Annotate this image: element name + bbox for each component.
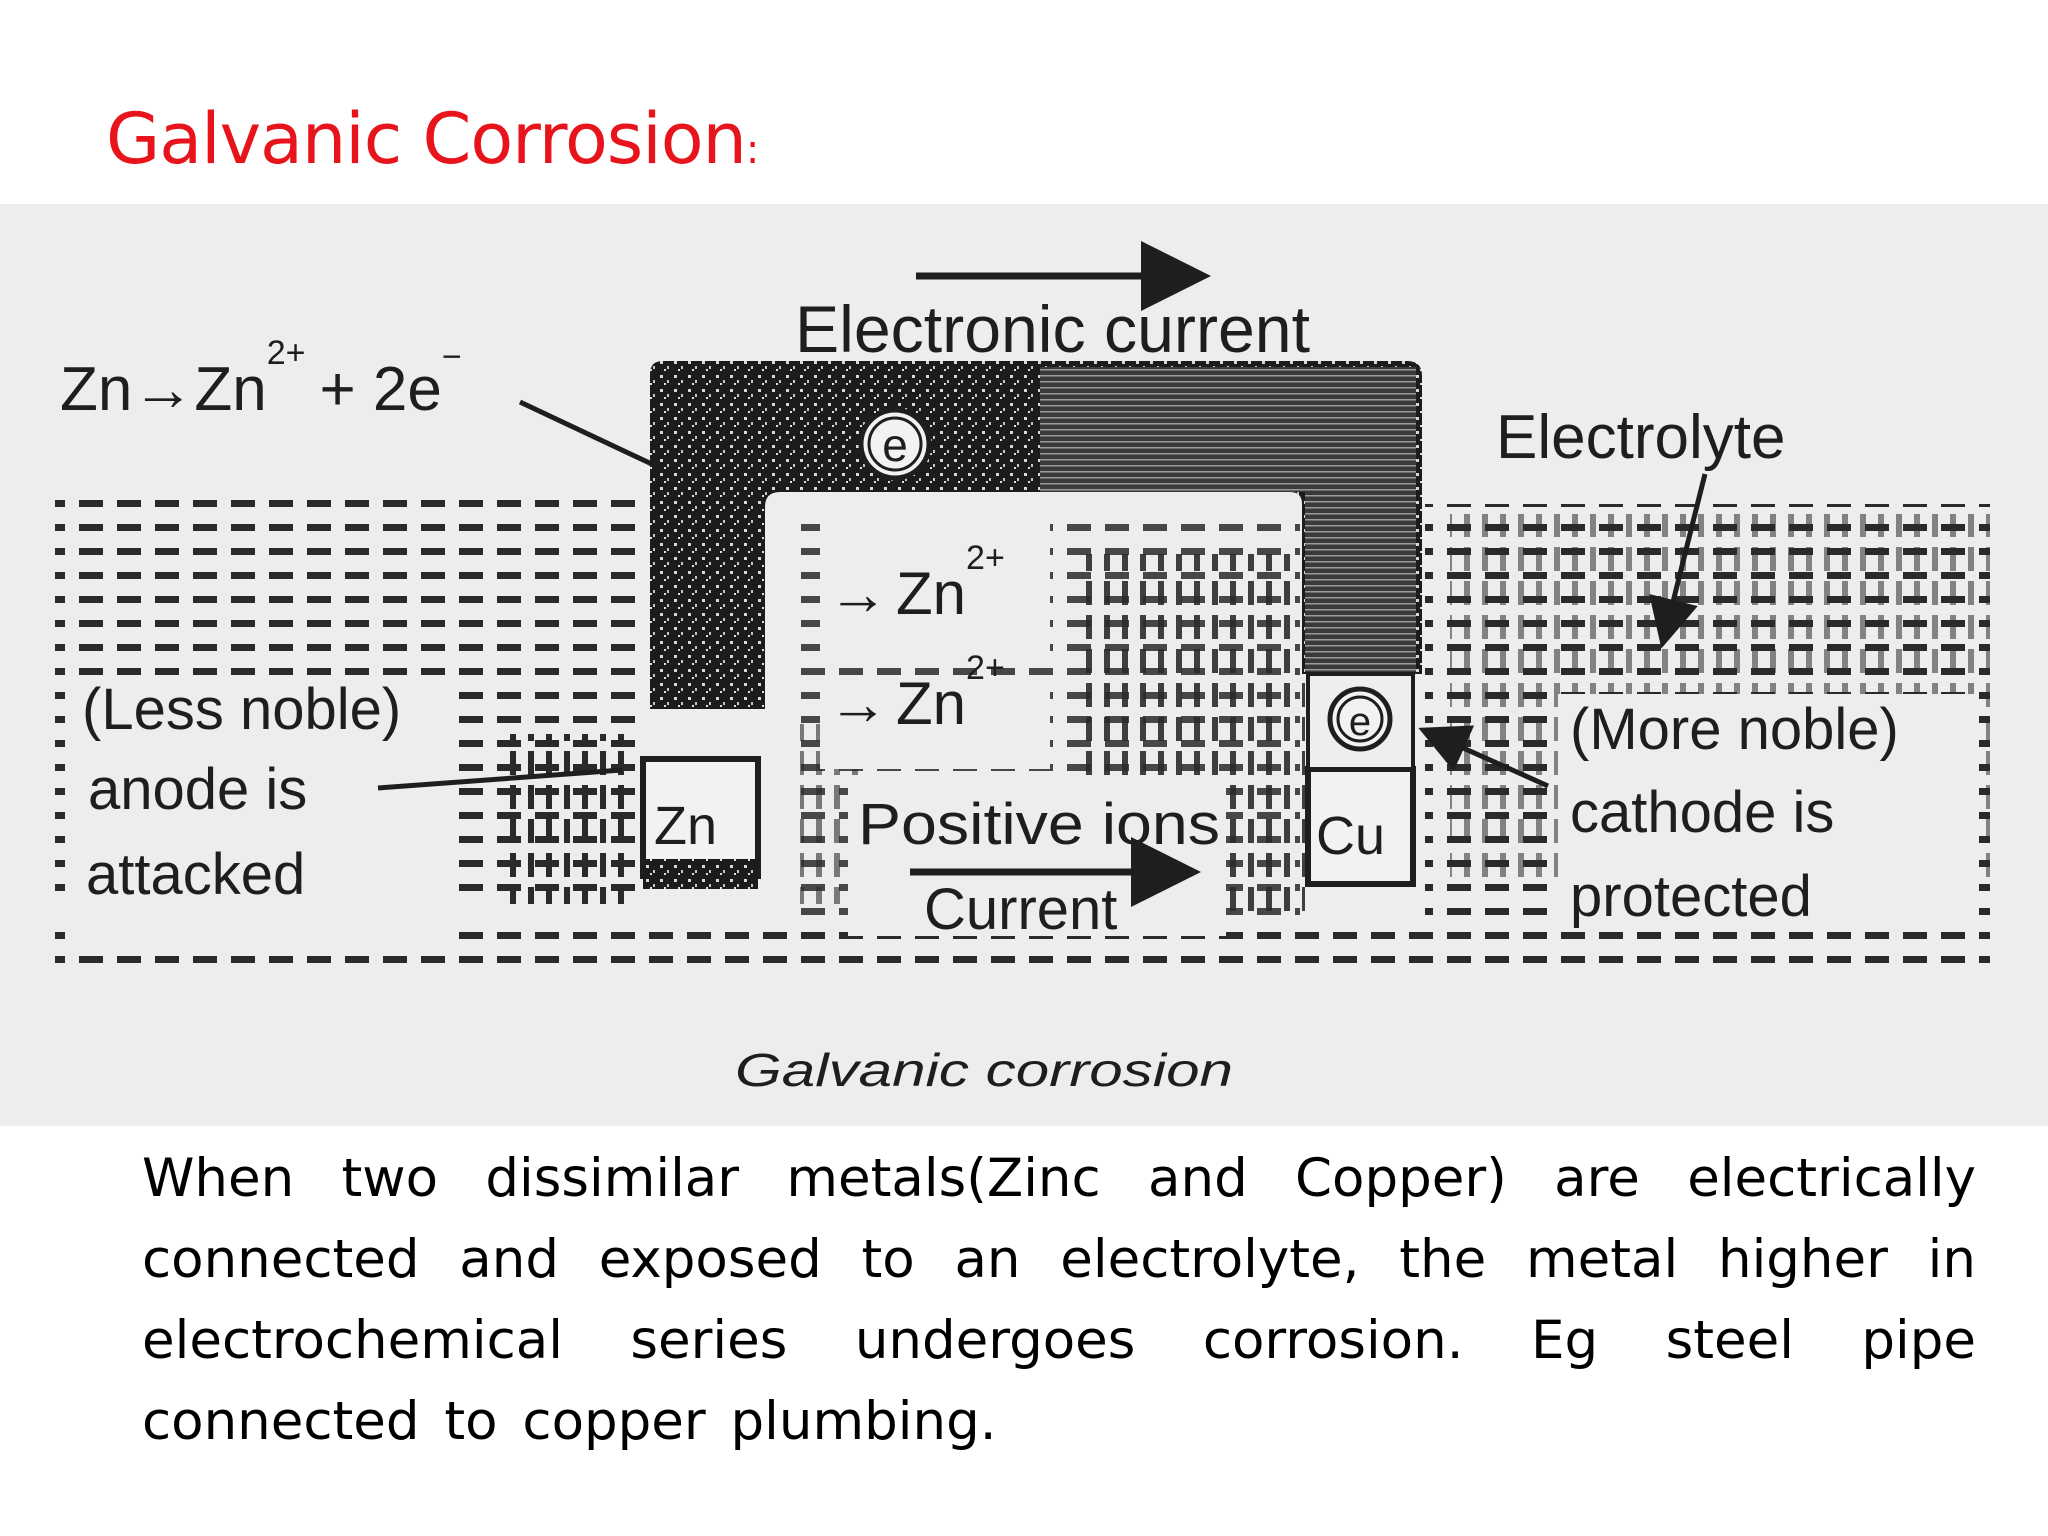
galvanic-corrosion-diagram: e e Electronic current Zn→Zn2++ 2e− Elec… [0, 204, 2048, 1126]
diagram-canvas: e e Electronic current Zn→Zn2++ 2e− Elec… [55, 241, 1990, 1096]
current-label: Current [924, 877, 1117, 942]
positive-ions-label: Positive ions [858, 792, 1220, 857]
cathode-label-line-1: (More noble) [1570, 697, 1899, 762]
copper-electrode-label: Cu [1316, 806, 1385, 866]
zinc-ion-2: →Zn2+ [828, 649, 1005, 737]
slide-title: Galvanic Corrosion: [106, 98, 760, 180]
cathode-label-line-2: cathode is [1570, 780, 1834, 845]
electron-symbol-cathode-text: e [1349, 700, 1371, 744]
label-backgrounds [70, 394, 1978, 942]
anode-label-line-1: (Less noble) [82, 677, 401, 742]
anode-label-line-3: attacked [86, 842, 305, 907]
anode-reaction-product: Zn [194, 355, 266, 424]
zinc-ion-2-symbol: Zn [896, 670, 966, 737]
electronic-current-label: Electronic current [795, 292, 1310, 366]
anode-reaction-product-charge: 2+ [267, 334, 306, 372]
zinc-ion-2-charge: 2+ [966, 649, 1005, 687]
anode-reaction-electron-charge: − [442, 338, 462, 376]
title-text: Galvanic Corrosion [106, 98, 747, 180]
anode-reaction-pointer [518, 399, 658, 469]
cathode-label-line-3: protected [1570, 864, 1812, 929]
anode-reaction-electrons: + 2e [319, 355, 441, 424]
electron-symbol-bridge-ring [867, 416, 923, 472]
anode-label-line-2: anode is [88, 757, 307, 822]
electron-symbol-bridge-text: e [882, 419, 908, 471]
anode-reaction-equation: Zn→Zn2++ 2e− [60, 334, 462, 424]
electron-symbol-bridge [858, 407, 932, 481]
zinc-ion-1-charge: 2+ [966, 539, 1005, 577]
zinc-ion-2-arrow: → [828, 670, 888, 737]
zinc-ion-1: →Zn2+ [828, 539, 1005, 627]
zinc-ion-1-arrow: → [828, 560, 888, 627]
title-colon: : [745, 127, 760, 173]
anode-pointer [377, 767, 623, 791]
cathode-pointer [1418, 725, 1550, 789]
zinc-electrode-base [643, 859, 758, 889]
anode-reaction-arrow: → [132, 355, 194, 424]
electron-symbol-cathode-ring [1336, 695, 1384, 743]
electrolyte-pointer [1649, 473, 1708, 649]
electrolyte-label: Electrolyte [1496, 403, 1785, 472]
zinc-electrode-label: Zn [654, 796, 717, 856]
anode-reaction-base: Zn [60, 355, 132, 424]
body-paragraph: When two dissimilar metals(Zinc and Copp… [142, 1148, 1976, 1452]
metal-bridge [650, 361, 1422, 709]
diagram-caption: Galvanic corrosion [735, 1044, 1233, 1096]
zinc-ion-1-symbol: Zn [896, 560, 966, 627]
